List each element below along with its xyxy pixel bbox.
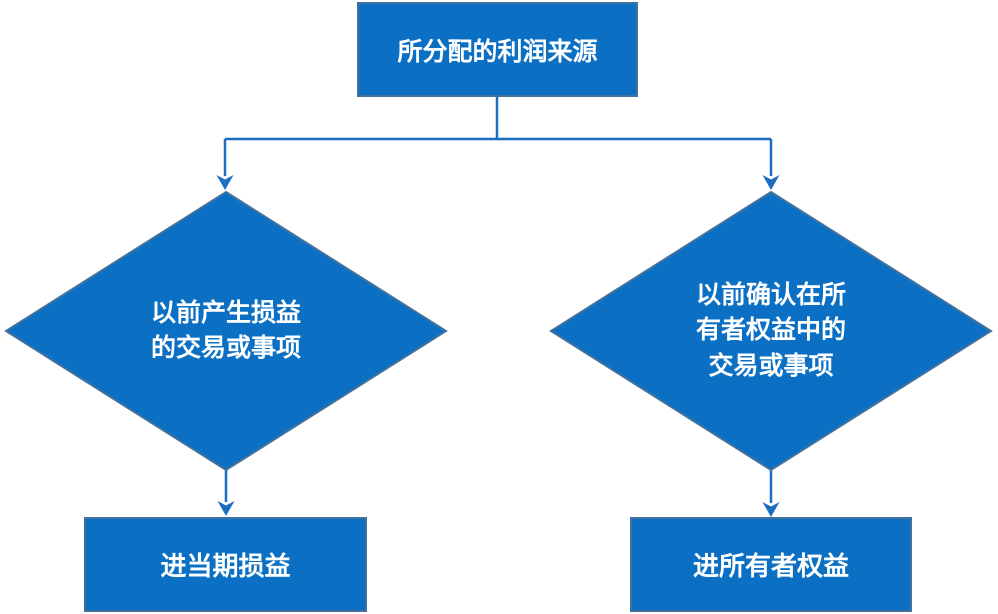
arrowhead-into-right-diamond: [762, 175, 780, 190]
node-result-left-label: 进当期损益: [160, 551, 291, 581]
connector-source-split: [223, 96, 773, 176]
arrowhead-into-left-diamond: [216, 175, 234, 190]
node-result-left: 进当期损益: [84, 517, 367, 612]
arrowhead-into-right-result: [762, 502, 780, 517]
node-source: 所分配的利润来源: [357, 2, 638, 97]
node-condition-right-shape: [549, 190, 993, 472]
node-result-right-label: 进所有者权益: [692, 551, 849, 581]
node-source-label: 所分配的利润来源: [397, 37, 598, 66]
node-condition-left-shape: [4, 190, 448, 472]
arrowhead-into-left-result: [217, 501, 235, 516]
node-result-right: 进所有者权益: [630, 517, 912, 612]
